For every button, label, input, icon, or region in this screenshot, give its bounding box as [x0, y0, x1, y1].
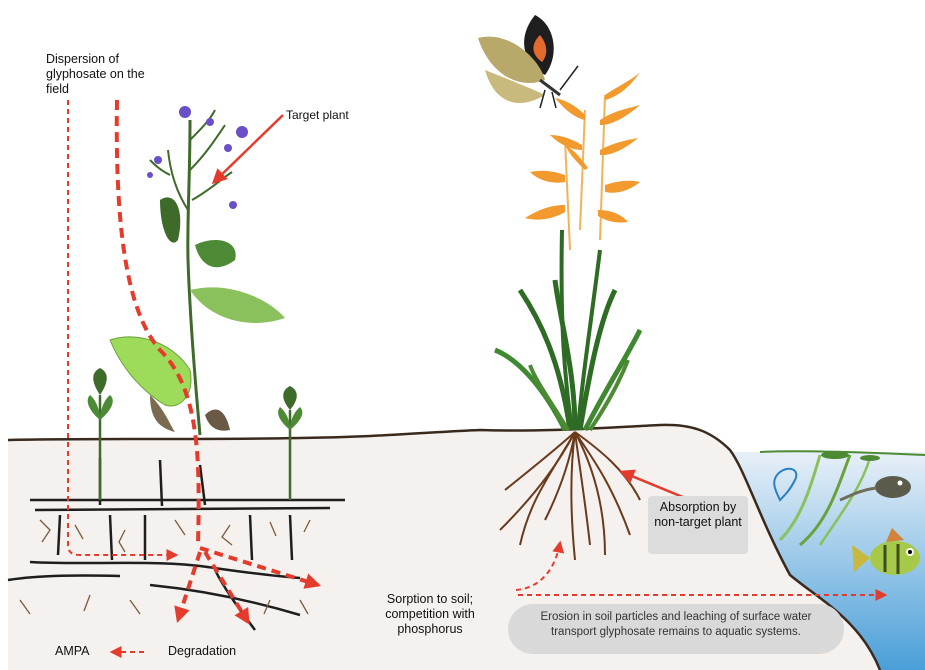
target-plant-illustration [110, 106, 285, 435]
erosion-label: Erosion in soil particles and leaching o… [540, 611, 811, 638]
ampa-label: AMPA [55, 644, 90, 659]
butterfly-icon [478, 15, 578, 108]
absorption-label: Absorption by non-target plant [654, 500, 742, 529]
absorption-label-box: Absorption by non-target plant [648, 496, 748, 554]
degradation-label: Degradation [168, 644, 236, 659]
target-plant-label: Target plant [286, 108, 349, 123]
erosion-label-box: Erosion in soil particles and leaching o… [508, 604, 844, 654]
non-target-grass-illustration [495, 72, 640, 430]
sorption-label: Sorption to soil; competition with phosp… [364, 592, 496, 637]
dispersion-label: Dispersion of glyphosate on the field [46, 52, 161, 97]
